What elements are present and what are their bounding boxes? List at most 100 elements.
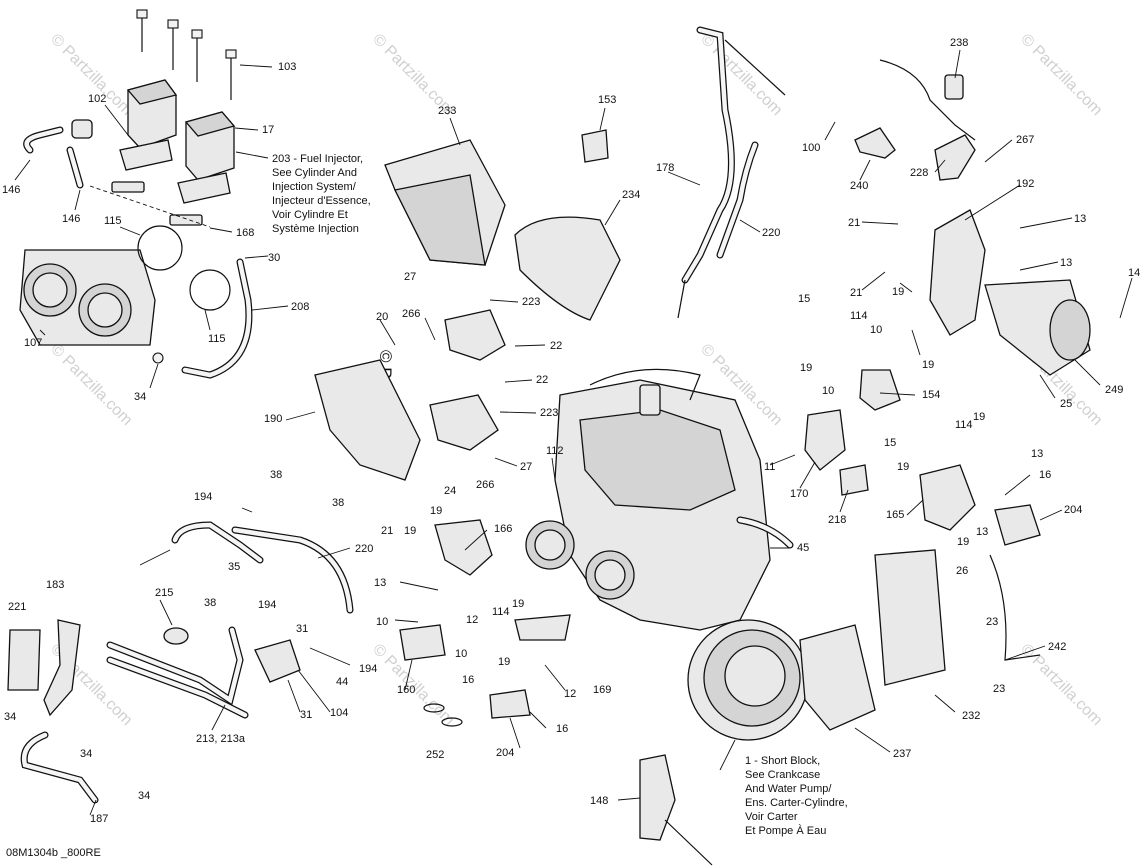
ignition-coil-group — [23, 9, 237, 228]
callout-1-line: Voir Carter — [745, 811, 798, 823]
part-number-label: 16 — [1039, 469, 1051, 481]
part-number-label: 13 — [976, 526, 988, 538]
part-number-label: 19 — [498, 656, 510, 668]
part-number-label: 38 — [270, 469, 282, 481]
part-number-label: 19 — [512, 598, 524, 610]
part-number-label: 10 — [376, 616, 388, 628]
callout-1-line: See Crankcase — [745, 769, 820, 781]
part-number-label: 240 — [850, 180, 868, 192]
part-number-label: 10 — [822, 385, 834, 397]
part-number-label: 34 — [4, 711, 16, 723]
part-number-label: 114 — [850, 310, 868, 322]
part-number-label: 38 — [204, 597, 216, 609]
part-number-label: 30 — [268, 252, 280, 264]
part-number-label: 20 — [376, 311, 388, 323]
cover-group — [384, 26, 786, 321]
starter-group — [854, 59, 1091, 411]
part-number-label: 112 — [546, 445, 564, 457]
part-number-label: 221 — [8, 601, 26, 613]
part-number-label: 220 — [762, 227, 780, 239]
part-number-label: 21 — [381, 525, 393, 537]
part-number-label: 178 — [656, 162, 674, 174]
part-number-label: 232 — [962, 710, 980, 722]
part-number-label: 35 — [228, 561, 240, 573]
part-number-label: 13 — [374, 577, 386, 589]
part-number-label: 23 — [993, 683, 1005, 695]
watermark: © Partzilla.com — [1017, 641, 1105, 729]
callout-203-line: Injection System/ — [272, 181, 357, 193]
part-number-label: 115 — [208, 333, 226, 345]
part-number-label: 23 — [986, 616, 998, 628]
part-number-label: 19 — [430, 505, 442, 517]
part-number-label: 16 — [556, 723, 568, 735]
part-number-label: 15 — [798, 293, 810, 305]
leader-lines — [14, 49, 1133, 816]
part-number-label: 19 — [973, 411, 985, 423]
part-number-label: 19 — [897, 461, 909, 473]
callout-203-line: 203 - Fuel Injector, — [272, 153, 363, 165]
part-number-label: 21 — [848, 217, 860, 229]
part-number-label: 27 — [520, 461, 532, 473]
watermark: © Partzilla.com — [1017, 31, 1105, 119]
part-number-label: 213, 213a — [196, 733, 246, 745]
part-number-label: 204 — [496, 747, 514, 759]
part-number-label: 15 — [884, 437, 896, 449]
part-number-label: 38 — [332, 497, 344, 509]
part-number-label: 34 — [80, 748, 92, 760]
part-number-label: 208 — [291, 301, 309, 313]
part-number-label: 267 — [1016, 134, 1034, 146]
part-number-label: 223 — [522, 296, 540, 308]
part-number-label: 22 — [536, 374, 548, 386]
part-number-label: 237 — [893, 748, 911, 760]
part-number-label: 194 — [258, 599, 276, 611]
part-number-label: 16 — [462, 674, 474, 686]
part-number-label: 223 — [540, 407, 558, 419]
part-number-label: 148 — [590, 795, 608, 807]
part-number-label: 266 — [476, 479, 494, 491]
part-number-label: 104 — [330, 707, 348, 719]
callout-203-line: Système Injection — [272, 223, 359, 235]
callout-1-line: Ens. Carter-Cylindre, — [745, 797, 848, 809]
part-number-label: 194 — [359, 663, 377, 675]
part-number-label: 31 — [300, 709, 312, 721]
part-number-label: 10 — [870, 324, 882, 336]
part-number-label: 12 — [466, 614, 478, 626]
part-number-label: 44 — [336, 676, 348, 688]
part-number-label: 169 — [593, 684, 611, 696]
part-number-label: 31 — [296, 623, 308, 635]
part-number-label: 100 — [802, 142, 820, 154]
part-number-label: 266 — [402, 308, 420, 320]
part-number-label: 13 — [1074, 213, 1086, 225]
watermark: © Partzilla.com — [47, 341, 135, 429]
part-number-label: 194 — [194, 491, 212, 503]
part-number-label: 238 — [950, 37, 968, 49]
part-number-label: 183 — [46, 579, 64, 591]
part-number-label: 103 — [278, 61, 296, 73]
part-labels: 1031021714614616811511510730208342331531… — [2, 37, 1140, 825]
callout-203-line: Voir Cylindre Et — [272, 209, 348, 221]
callout-203-line: See Cylinder And — [272, 167, 357, 179]
part-number-label: 165 — [886, 509, 904, 521]
part-number-label: 114 — [955, 419, 973, 431]
part-number-label: 233 — [438, 105, 456, 117]
part-number-label: 12 — [564, 688, 576, 700]
callout-1-line: Et Pompe À Eau — [745, 824, 826, 837]
part-number-label: 204 — [1064, 504, 1082, 516]
part-number-label: 19 — [957, 536, 969, 548]
part-number-label: 17 — [262, 124, 274, 136]
part-number-label: 34 — [138, 790, 150, 802]
part-number-label: 24 — [444, 485, 456, 497]
part-number-label: 19 — [800, 362, 812, 374]
callout-1: 1 - Short Block, See Crankcase And Water… — [745, 755, 848, 837]
watermark: © Partzilla.com — [47, 31, 135, 119]
part-number-label: 170 — [790, 488, 808, 500]
part-number-label: 242 — [1048, 641, 1066, 653]
part-number-label: 14 — [1128, 267, 1140, 279]
hose-group — [7, 521, 713, 866]
part-number-label: 252 — [426, 749, 444, 761]
part-number-label: 26 — [956, 565, 968, 577]
part-number-label: 160 — [397, 684, 415, 696]
part-number-label: 249 — [1105, 384, 1123, 396]
watermark: © Partzilla.com — [697, 31, 785, 119]
part-number-label: 215 — [155, 587, 173, 599]
